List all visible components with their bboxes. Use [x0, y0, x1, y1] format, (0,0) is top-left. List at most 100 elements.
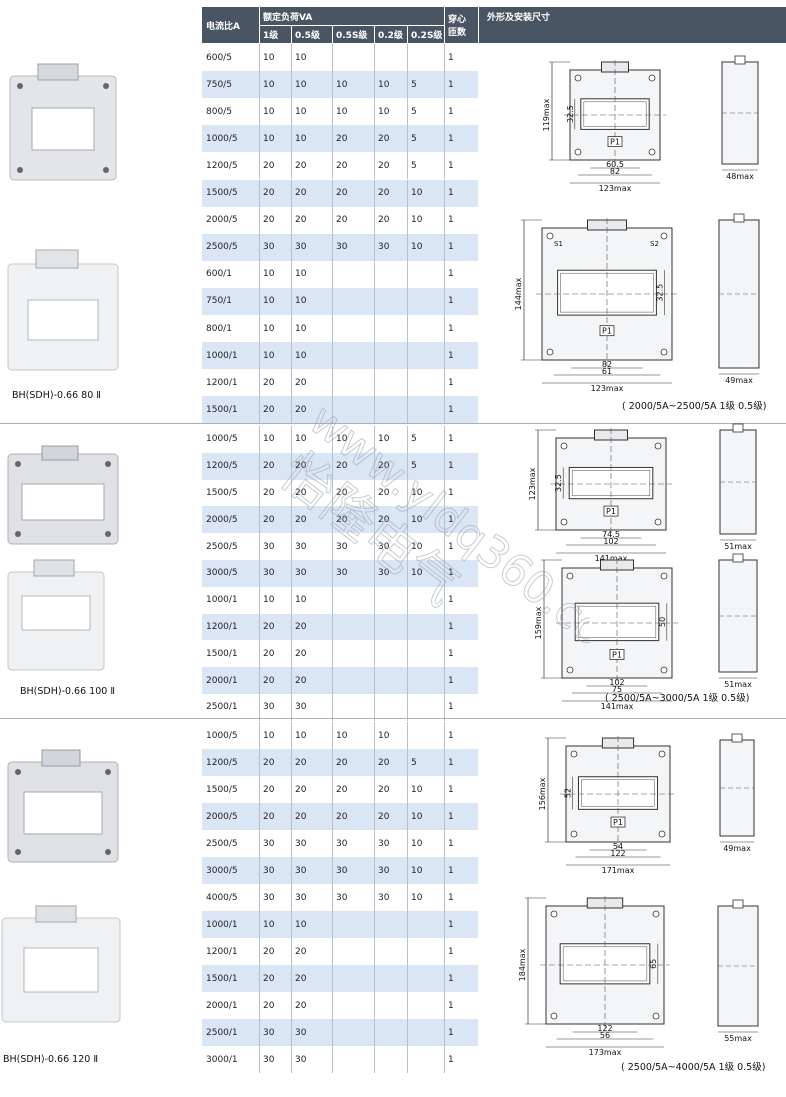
p1-label: P1: [613, 818, 623, 827]
cell-ratio: 800/1: [206, 323, 232, 334]
cell-load: 20: [295, 811, 307, 822]
screw-icon: [566, 666, 574, 674]
cell-load: 30: [263, 1027, 275, 1038]
cell-load: 10: [263, 133, 275, 144]
cell-ratio: 1000/5: [206, 434, 238, 445]
cell-ratio: 1200/5: [206, 160, 238, 171]
product-photo-120-b: [1, 905, 121, 1023]
cell-load: 30: [336, 568, 348, 579]
cell-turns: 1: [448, 133, 454, 144]
cell-load: 20: [263, 514, 275, 525]
product-photo-120-a: [7, 749, 119, 863]
table-header: 电流比A 额定负荷VA 1级 0.5级 0.5S级 0.2级 0.2S级 穿心 …: [202, 7, 478, 43]
cell-turns: 1: [448, 702, 454, 713]
window-dim: 32.5: [554, 474, 563, 492]
cell-load: 20: [378, 160, 390, 171]
cell-load: 10: [263, 52, 275, 63]
cell-ratio: 1000/1: [206, 350, 238, 361]
cell-load: 5: [411, 757, 417, 768]
screw-icon: [560, 442, 568, 450]
screw-icon: [658, 750, 666, 758]
cell-turns: 1: [448, 784, 454, 795]
height-dim: 159max: [534, 606, 543, 639]
cell-load: 10: [336, 434, 348, 445]
height-dim: 123max: [528, 467, 537, 500]
cell-ratio: 4000/5: [206, 892, 238, 903]
cell-load: 20: [263, 675, 275, 686]
cell-load: 20: [295, 215, 307, 226]
cell-load: 20: [336, 811, 348, 822]
product-photo-80-b: [7, 249, 119, 371]
range-note-120: ( 2500/5A~4000/5A 1级 0.5级): [621, 1062, 766, 1073]
cell-load: 20: [263, 377, 275, 388]
cell-load: 20: [378, 461, 390, 472]
cell-turns: 1: [448, 242, 454, 253]
cell-load: 20: [295, 1000, 307, 1011]
product-photo-100-b: [7, 559, 105, 671]
header-grade-05s: 0.5S级: [336, 30, 368, 41]
screw-icon: [654, 518, 662, 526]
cell-load: 20: [295, 973, 307, 984]
cell-ratio: 2500/1: [206, 702, 238, 713]
window-dim: 50: [658, 617, 667, 627]
side-width-dim: 51max: [724, 542, 752, 551]
screw-icon: [660, 232, 668, 240]
screw-icon: [652, 1012, 660, 1020]
cell-ratio: 2500/1: [206, 1027, 238, 1038]
cell-turns: 1: [448, 892, 454, 903]
width-dim-2: 102: [603, 537, 618, 546]
header-turns-line1: 穿心: [448, 15, 467, 25]
cell-load: 10: [411, 188, 423, 199]
p1-label: P1: [602, 327, 612, 336]
p1-label: P1: [606, 507, 616, 516]
cell-load: 10: [263, 434, 275, 445]
section-divider: [0, 718, 786, 719]
range-note-100: ( 2500/5A~3000/5A 1级 0.5级): [605, 693, 750, 704]
cell-load: 10: [263, 919, 275, 930]
s1-label: S1: [554, 240, 563, 248]
cell-ratio: 750/1: [206, 296, 232, 307]
cell-load: 30: [336, 892, 348, 903]
cell-ratio: 750/5: [206, 79, 232, 90]
cell-load: 20: [336, 188, 348, 199]
cell-load: 10: [295, 595, 307, 606]
cell-turns: 1: [448, 648, 454, 659]
cell-load: 20: [263, 621, 275, 632]
width-dim-1: 82: [602, 360, 612, 369]
cell-turns: 1: [448, 595, 454, 606]
cell-load: 10: [295, 434, 307, 445]
model-caption-100: BH(SDH)-0.66 100 Ⅱ: [20, 686, 115, 697]
model-caption-120: BH(SDH)-0.66 120 Ⅱ: [3, 1054, 98, 1065]
cell-load: 10: [411, 784, 423, 795]
cell-load: 20: [336, 160, 348, 171]
cell-turns: 1: [448, 434, 454, 445]
cell-load: 10: [378, 730, 390, 741]
cell-turns: 1: [448, 461, 454, 472]
cell-load: 10: [411, 892, 423, 903]
cell-turns: 1: [448, 377, 454, 388]
cell-ratio: 2000/1: [206, 1000, 238, 1011]
width-dim-2: 75: [612, 685, 622, 694]
cell-turns: 1: [448, 811, 454, 822]
cell-load: 10: [295, 52, 307, 63]
cell-ratio: 3000/1: [206, 1054, 238, 1065]
screw-icon: [660, 348, 668, 356]
cell-turns: 1: [448, 514, 454, 525]
cell-load: 20: [378, 757, 390, 768]
